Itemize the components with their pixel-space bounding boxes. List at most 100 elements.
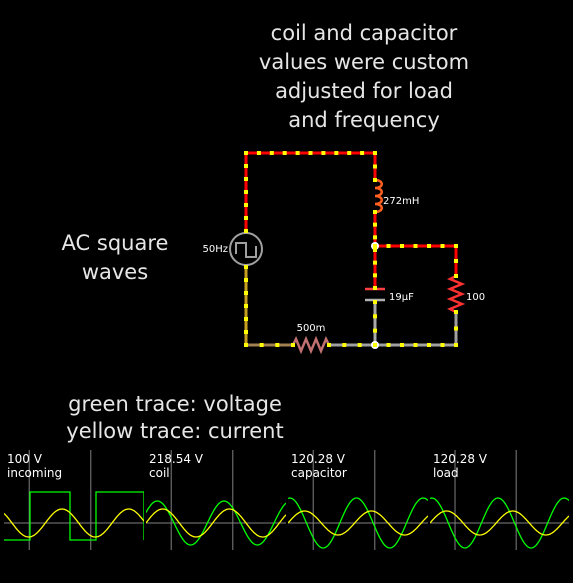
current-dots bbox=[244, 151, 458, 347]
voltage-trace bbox=[287, 497, 429, 549]
current-dot bbox=[400, 244, 404, 248]
current-dot bbox=[244, 151, 248, 155]
current-dot bbox=[454, 343, 458, 347]
current-dot bbox=[386, 244, 391, 248]
scope-name: coil bbox=[149, 466, 170, 480]
current-dot bbox=[373, 260, 377, 265]
current-dot bbox=[295, 151, 300, 155]
current-dot bbox=[373, 244, 377, 248]
current-dot bbox=[308, 151, 313, 155]
inductor-coil[interactable] bbox=[374, 178, 383, 214]
current-dot bbox=[373, 248, 377, 252]
voltage-trace bbox=[4, 491, 145, 541]
capacitor[interactable] bbox=[365, 287, 385, 302]
scope-panel: 100 V incoming 218.54 V coil 120.28 V ca… bbox=[0, 450, 573, 550]
scope-plot bbox=[145, 450, 287, 550]
current-dot bbox=[244, 216, 248, 220]
trace-legend: green trace: voltage yellow trace: curre… bbox=[40, 391, 310, 445]
current-dot bbox=[440, 244, 445, 248]
voltage-trace bbox=[145, 500, 287, 546]
voltage-trace bbox=[429, 497, 570, 549]
current-dot bbox=[244, 164, 248, 168]
current-dot bbox=[427, 343, 431, 347]
square-wave-icon bbox=[235, 242, 257, 258]
current-dot bbox=[244, 265, 248, 269]
scope-capacitor[interactable]: 120.28 V capacitor bbox=[287, 450, 429, 550]
current-dot bbox=[454, 244, 458, 248]
current-dot bbox=[400, 343, 404, 347]
source-label: 50Hz bbox=[203, 244, 229, 255]
current-dot bbox=[360, 151, 365, 155]
current-dot bbox=[342, 343, 347, 347]
series-resistor-label: 500m bbox=[297, 323, 326, 334]
title-annotation: coil and capacitor values were custom ad… bbox=[229, 19, 499, 135]
current-trace bbox=[287, 510, 429, 536]
scope-value: 218.54 V bbox=[149, 452, 204, 466]
scope-value: 120.28 V bbox=[433, 452, 488, 466]
current-dot bbox=[454, 274, 458, 278]
current-dot bbox=[373, 286, 377, 290]
scope-plot bbox=[3, 450, 145, 550]
capacitor-label: 19µF bbox=[389, 292, 414, 303]
wire-to-load-top[interactable] bbox=[375, 244, 458, 276]
scope-value: 120.28 V bbox=[291, 452, 346, 466]
current-dot bbox=[244, 343, 248, 347]
trace-legend-line: green trace: voltage bbox=[68, 392, 282, 416]
current-trace bbox=[145, 508, 287, 538]
trace-legend-line: yellow trace: current bbox=[66, 419, 284, 443]
load-resistor-label: 100 bbox=[466, 292, 485, 303]
current-dot bbox=[244, 278, 248, 282]
wire-load-bottom[interactable] bbox=[375, 312, 458, 347]
current-dot bbox=[334, 151, 339, 155]
current-dot bbox=[373, 314, 377, 319]
current-trace bbox=[429, 510, 570, 536]
scope-coil[interactable]: 218.54 V coil bbox=[145, 450, 287, 550]
current-dot bbox=[386, 343, 391, 347]
scope-incoming[interactable]: 100 V incoming bbox=[3, 450, 145, 550]
current-dot bbox=[454, 259, 458, 263]
current-dot bbox=[269, 151, 274, 155]
source-annotation-line: AC square bbox=[61, 231, 169, 255]
title-line: values were custom bbox=[258, 50, 470, 74]
current-dot bbox=[275, 343, 280, 347]
current-dot bbox=[244, 304, 248, 308]
current-dot bbox=[357, 343, 362, 347]
current-dot bbox=[244, 177, 248, 181]
current-dot bbox=[373, 273, 377, 278]
current-dot bbox=[373, 300, 377, 304]
title-line: coil and capacitor bbox=[270, 21, 458, 45]
scope-plot bbox=[287, 450, 429, 550]
source-annotation-line: waves bbox=[81, 260, 149, 284]
current-dot bbox=[259, 343, 264, 347]
current-dot bbox=[373, 151, 377, 155]
current-dot bbox=[373, 235, 377, 240]
scope-name: load bbox=[433, 466, 459, 480]
series-resistor[interactable] bbox=[291, 335, 331, 355]
title-line: and frequency bbox=[288, 108, 440, 132]
current-dot bbox=[347, 151, 352, 155]
scope-name: capacitor bbox=[291, 466, 347, 480]
current-dot bbox=[454, 326, 458, 331]
scope-name: incoming bbox=[7, 466, 63, 480]
current-dot bbox=[413, 244, 418, 248]
ac-source[interactable] bbox=[229, 232, 263, 266]
current-dot bbox=[244, 330, 248, 334]
wires bbox=[244, 151, 458, 347]
current-dot bbox=[373, 210, 377, 214]
current-dot bbox=[454, 310, 458, 314]
current-trace bbox=[3, 508, 145, 538]
current-dot bbox=[327, 343, 331, 347]
load-resistor[interactable] bbox=[446, 274, 466, 314]
current-dot bbox=[373, 328, 377, 333]
current-dot bbox=[244, 203, 248, 207]
current-dot bbox=[373, 222, 377, 227]
current-dot bbox=[427, 244, 431, 248]
current-dot bbox=[256, 151, 261, 155]
current-dot bbox=[244, 229, 248, 233]
scope-load[interactable]: 120.28 V load bbox=[429, 450, 570, 550]
current-dot bbox=[244, 291, 248, 295]
circuit-canvas[interactable]: 50Hz 272mH 19µF 100 500m bbox=[0, 0, 573, 450]
current-dot bbox=[373, 178, 377, 182]
current-dot bbox=[321, 151, 326, 155]
scope-value: 100 V bbox=[7, 452, 42, 466]
